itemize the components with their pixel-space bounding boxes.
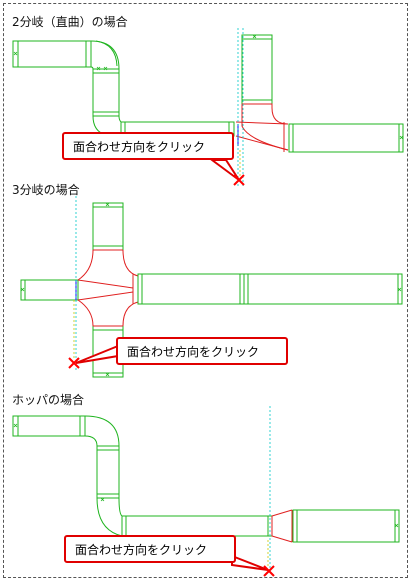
elbow-fitting — [96, 497, 123, 537]
section-title-three-branch: 3分岐の場合 — [12, 183, 80, 197]
duct-segment — [92, 68, 120, 117]
duct-segment — [20, 279, 79, 301]
click-marker-icon — [233, 174, 245, 186]
hopper-fitting — [271, 509, 293, 543]
duct-segment — [92, 202, 124, 251]
duct-segment — [121, 515, 273, 537]
callout-box-hopper: 面合わせ方向をクリック — [64, 535, 236, 563]
duct-segment — [241, 34, 273, 105]
callout-pointer — [75, 344, 119, 364]
duct-segment — [137, 273, 245, 305]
click-marker-icon — [263, 565, 275, 577]
callout-pointer — [231, 554, 269, 571]
duct-segment — [12, 415, 86, 437]
two-branch-drawing — [12, 28, 404, 188]
duct-segment — [96, 445, 120, 499]
callout-box-three-branch: 面合わせ方向をクリック — [116, 337, 288, 365]
branch-fitting — [235, 103, 289, 152]
duct-segment — [243, 273, 403, 305]
click-marker-icon — [68, 357, 80, 369]
callout-pointer — [208, 159, 240, 181]
three-way-fitting — [77, 249, 139, 327]
elbow-fitting — [84, 415, 120, 447]
callout-box-two-branch: 面合わせ方向をクリック — [62, 132, 234, 160]
section-title-two-branch: 2分岐（直曲）の場合 — [12, 15, 128, 29]
duct-segment — [12, 40, 92, 68]
duct-segment — [292, 509, 400, 543]
section-title-hopper: ホッパの場合 — [12, 393, 85, 407]
three-branch-drawing — [20, 196, 403, 378]
outer-frame — [3, 3, 408, 578]
duct-segment — [288, 123, 404, 153]
elbow-fitting — [90, 40, 120, 70]
